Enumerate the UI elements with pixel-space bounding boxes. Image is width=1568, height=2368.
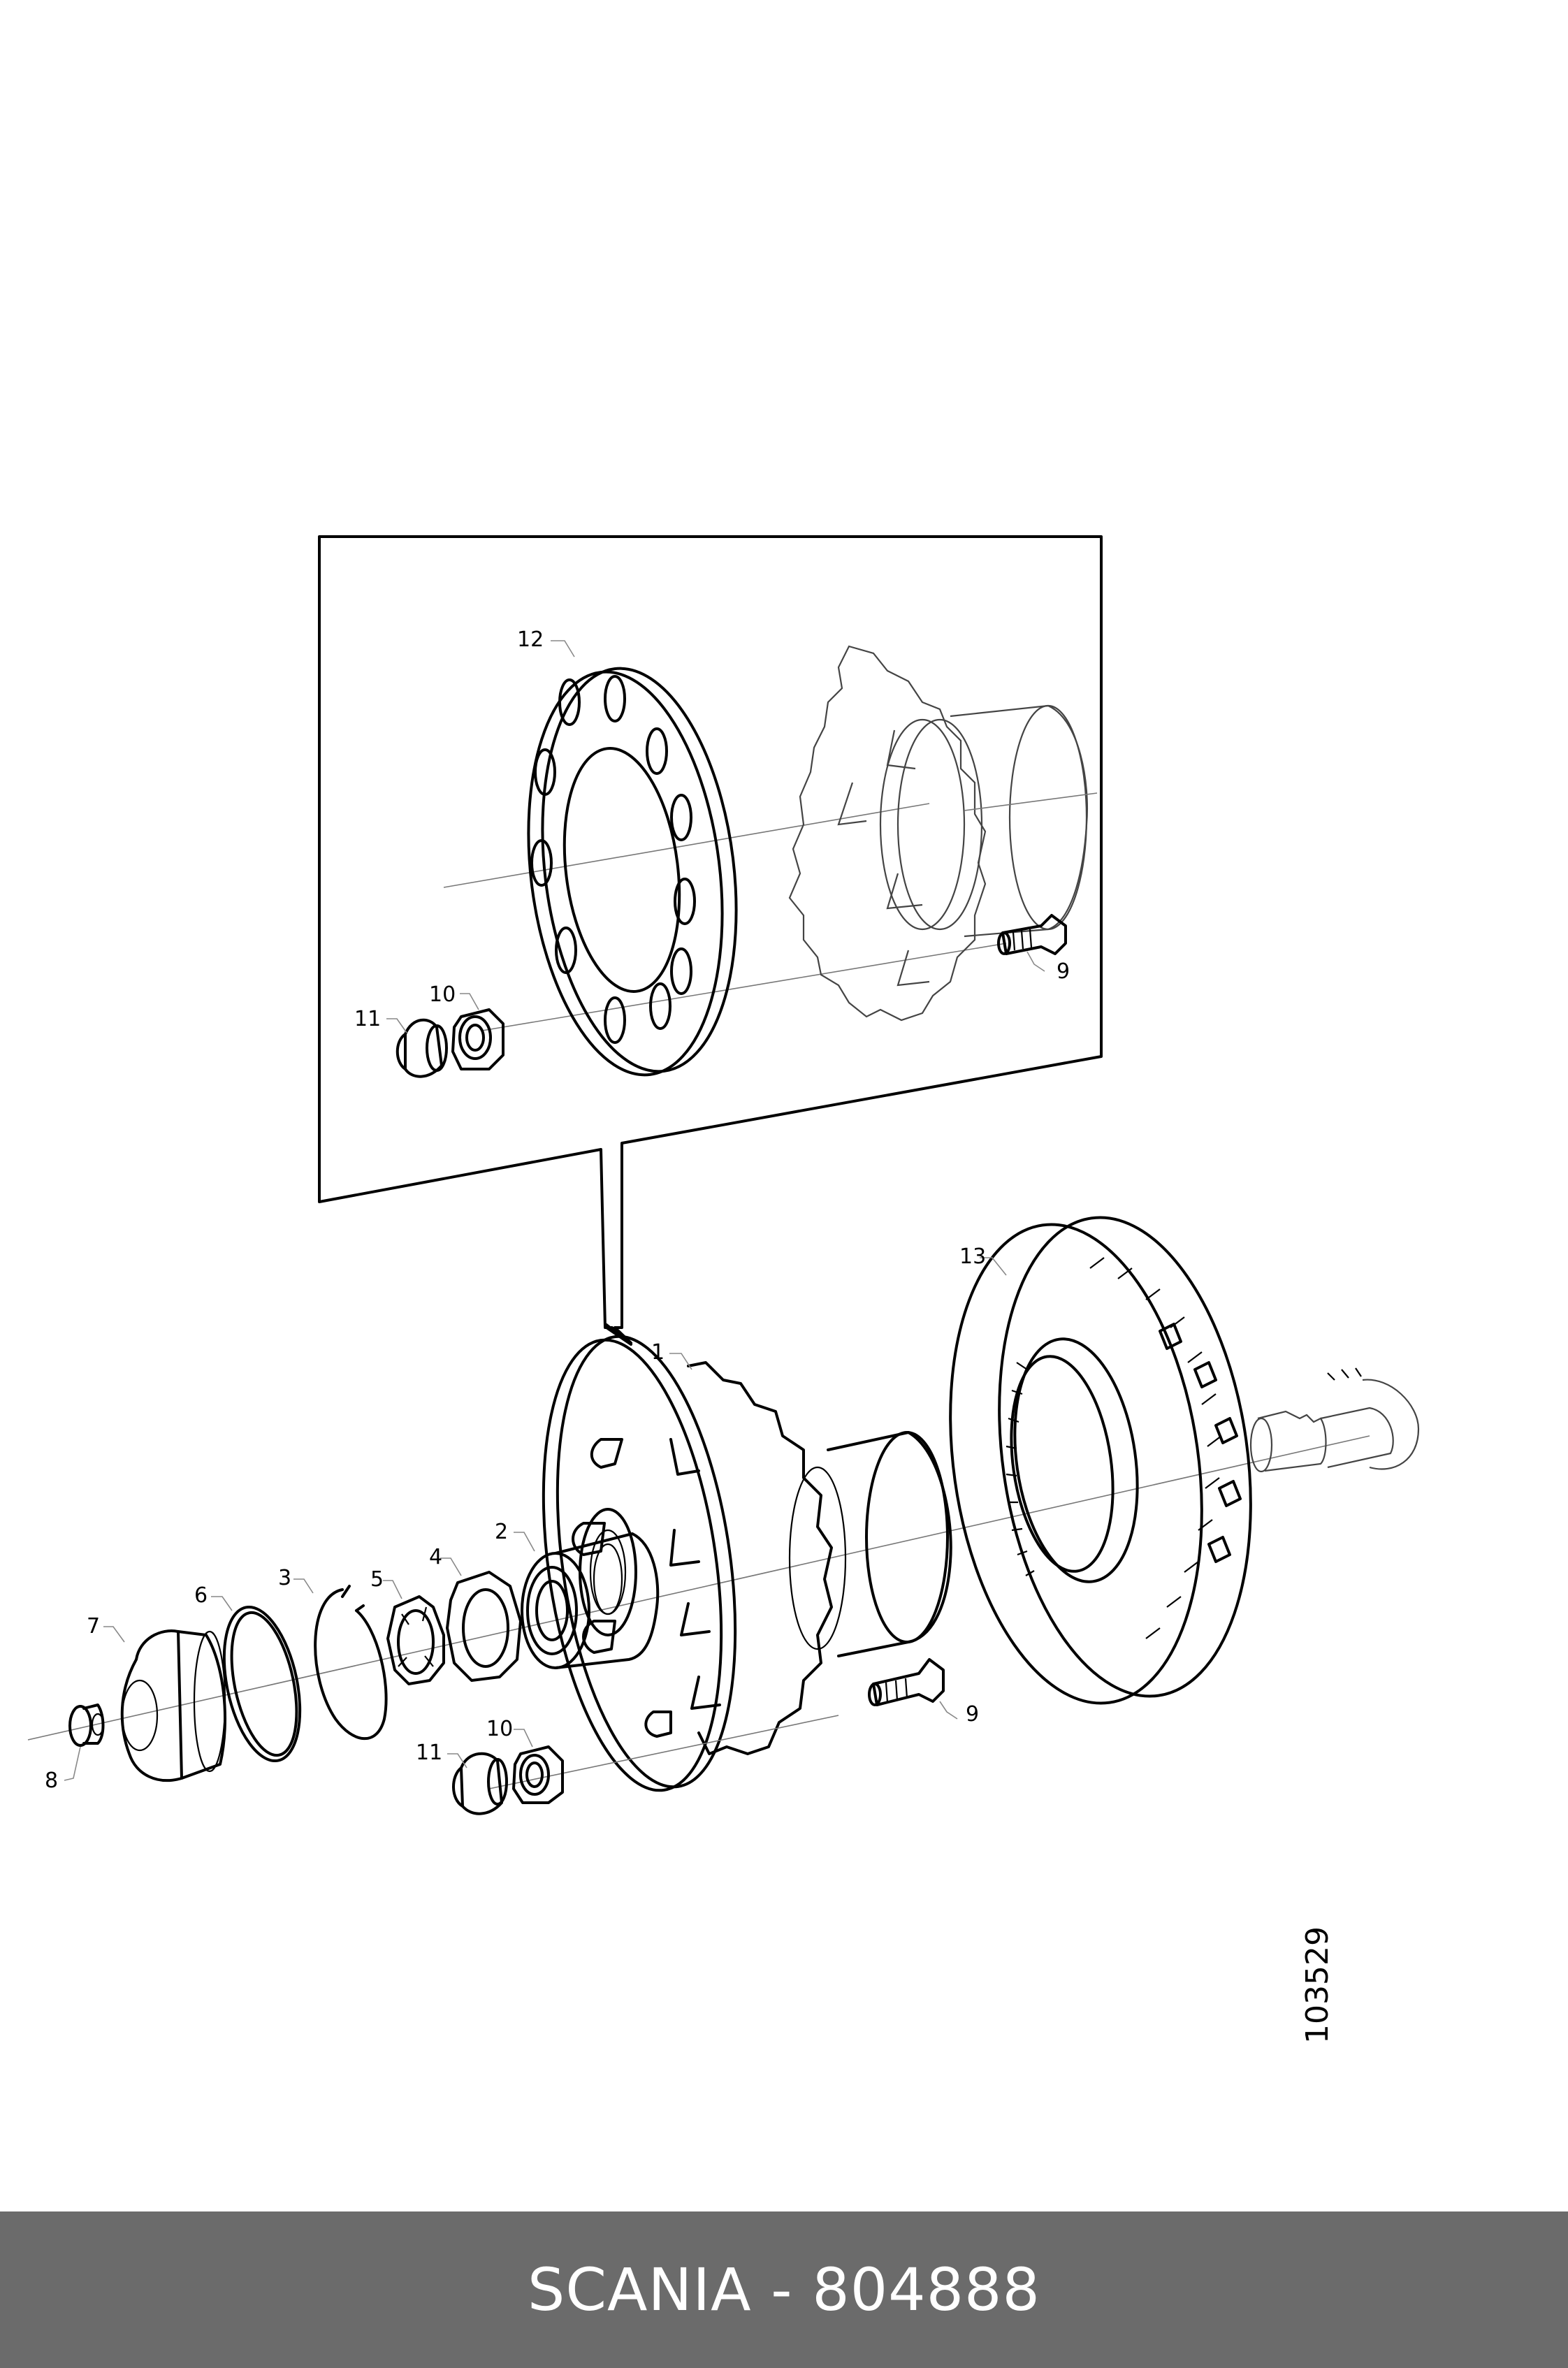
part-labels: 12 10 11 9 13 1 2 4 5 3 6 7 8 9 10 11 [45, 627, 1070, 1793]
label-1: 1 [651, 1340, 665, 1365]
main-nut-and-cap [452, 1715, 839, 1815]
label-9-main: 9 [966, 1702, 979, 1727]
inset-nut-and-cap [395, 1008, 504, 1078]
label-6: 6 [194, 1583, 208, 1608]
label-3: 3 [278, 1566, 291, 1590]
main-bolt [868, 1658, 945, 1706]
lock-washer [446, 1571, 522, 1682]
label-5: 5 [370, 1567, 384, 1592]
inset-adapter-ring [443, 667, 1007, 1077]
brake-disc [949, 1216, 1252, 1705]
label-4: 4 [429, 1545, 442, 1569]
leader-lines [64, 640, 1045, 1781]
footer-banner: SCANIA - 804888 [0, 2211, 1568, 2368]
footer-title: SCANIA - 804888 [528, 2256, 1040, 2324]
label-11-inset: 11 [354, 1007, 381, 1031]
label-11-main: 11 [416, 1741, 442, 1765]
inset-wheel-hub [788, 645, 1098, 1022]
label-10-inset: 10 [429, 982, 456, 1007]
hub-nut [386, 1595, 445, 1685]
wheel-bearing [521, 1532, 660, 1669]
exploded-parts-diagram: 12 10 11 9 13 1 2 4 5 3 6 7 8 9 10 11 10… [27, 535, 1420, 2044]
stub-axle [1249, 1367, 1420, 1473]
centre-axis [27, 1435, 1370, 1741]
label-13: 13 [959, 1244, 986, 1269]
label-10-main: 10 [486, 1717, 513, 1741]
inset-frame [318, 535, 1103, 1346]
o-ring [222, 1605, 302, 1763]
drawing-number: 103529 [1300, 1926, 1335, 2044]
screw-plug [68, 1704, 105, 1747]
label-12: 12 [517, 627, 544, 652]
label-9-inset: 9 [1057, 959, 1070, 984]
label-2: 2 [495, 1520, 508, 1544]
circlip [314, 1585, 388, 1741]
hub-cap [120, 1629, 226, 1782]
inset-bolt [997, 914, 1067, 955]
main-wheel-hub [542, 1335, 952, 1792]
label-7: 7 [87, 1614, 100, 1639]
label-8: 8 [45, 1768, 58, 1793]
